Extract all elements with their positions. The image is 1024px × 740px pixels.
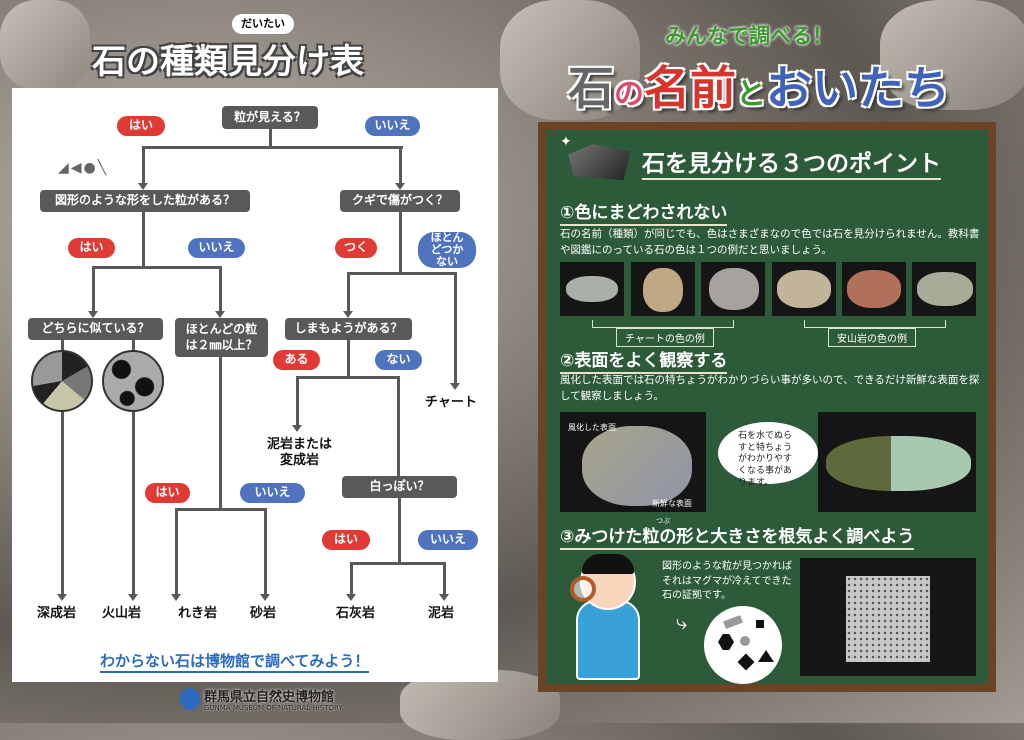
board-header: 石を見分ける３つのポイント	[642, 144, 941, 180]
speech-bubble: 石を水でぬらすと特ちょうがわかりやすくなる事があります。	[718, 422, 818, 488]
question-whitish: 白っぽい？	[342, 476, 457, 498]
question-nail-scratch: クギで傷がつく？	[340, 190, 460, 212]
question-geometric-grains: 図形のような形をした粒がある？	[40, 190, 250, 212]
result-chert: チャート	[425, 395, 477, 410]
section-2-heading: ②表面をよく観察する	[560, 346, 728, 374]
question-grain-size: ほとんどの粒は２㎜以上？	[175, 318, 268, 357]
footer-note: わからない石は博物館で調べてみよう！	[100, 650, 370, 673]
answer-yes: ある	[273, 350, 320, 370]
answer-no: いいえ	[365, 116, 420, 136]
answer-no: いいえ	[418, 530, 478, 550]
section-1-text: 石の名前（種類）が同じでも、色はさまざまなので色では石を見分けられません。教科書…	[560, 228, 980, 256]
volcanic-texture-icon	[102, 350, 164, 412]
answer-yes: はい	[322, 530, 370, 550]
granite-photo	[800, 558, 976, 676]
section-3-heading: ③みつけた粒の形と大きさを根気よく調べよう	[560, 522, 915, 550]
section-1-heading: ①色にまどわされない	[560, 198, 728, 226]
museum-logo-icon	[180, 688, 200, 710]
answer-barely-scratches: ほとんどつかない	[418, 231, 476, 268]
mineral-grains-icon	[704, 606, 782, 684]
weathered-label: 風化した表面	[568, 423, 616, 432]
question-grains-visible: 粒が見える？	[222, 106, 318, 129]
title-part: 名前	[644, 61, 736, 115]
curved-arrow-icon: ⤷	[676, 610, 688, 634]
main-title: 石の名前とおいたち	[568, 52, 950, 118]
museum-name: 群馬県立自然史博物館	[204, 690, 335, 705]
answer-scratches: つく	[335, 238, 377, 258]
section-3-ruby: つぶ	[656, 517, 670, 525]
result-conglomerate: れき岩	[178, 606, 218, 621]
plutonic-texture-icon	[31, 350, 93, 412]
result-mudstone: 泥岩	[428, 606, 455, 621]
result-sandstone: 砂岩	[250, 606, 277, 621]
shapes-icon: ◢◀●╲	[58, 160, 109, 176]
rock-icon	[568, 144, 630, 180]
result-mudstone-or-metamorphic: 泥岩または変成岩	[262, 437, 337, 468]
answer-yes: はい	[117, 116, 165, 136]
page-title: 石の種類見分け表	[92, 42, 364, 82]
fresh-label: 新鮮な表面	[652, 499, 692, 508]
magnifier-icon	[570, 576, 596, 602]
answer-no: ない	[375, 350, 422, 370]
answer-no: いいえ	[240, 483, 305, 503]
title-part: と	[736, 77, 766, 112]
result-volcanic: 火山岩	[102, 606, 142, 621]
chalkboard: ✦ 石を見分ける３つのポイント ①色にまどわされない 石の名前（種類）が同じでも…	[538, 122, 996, 692]
title-part: の	[614, 77, 644, 112]
chert-label: チャートの色の例	[616, 328, 714, 347]
background-rock	[0, 0, 90, 90]
section-2-text: 風化した表面では石の特ちょうがわかりづらい事が多いので、できるだけ新鮮な表面を探…	[560, 374, 980, 402]
sparkle-icon: ✦	[560, 134, 572, 150]
answer-yes: はい	[68, 238, 115, 258]
background-rock	[880, 0, 1024, 110]
title-ruby: だいたい	[232, 14, 294, 34]
andesite-label: 安山岩の色の例	[828, 328, 916, 347]
background-rock	[500, 0, 640, 120]
question-which-similar: どちらに似ている？	[28, 318, 163, 340]
wet-rock-photo	[818, 412, 976, 512]
section-3-text: 図形のような粒が見つかればそれはマグマが冷えてできた石の証拠です。	[662, 561, 792, 601]
result-limestone: 石灰岩	[336, 606, 376, 621]
flowchart-panel	[12, 88, 498, 682]
weathered-rock-photo: 風化した表面 新鮮な表面	[560, 412, 706, 512]
subtitle: みんなで調べる！	[665, 24, 833, 48]
title-part: おいたち	[766, 61, 950, 115]
answer-yes: はい	[145, 483, 190, 503]
result-plutonic: 深成岩	[37, 606, 77, 621]
museum-name-en: GUNMA MUSEUM OF NATURAL HISTORY	[204, 704, 343, 712]
answer-no: いいえ	[188, 238, 245, 258]
question-stripes: しまもようがある？	[285, 318, 412, 340]
title-part: 石	[568, 61, 614, 115]
